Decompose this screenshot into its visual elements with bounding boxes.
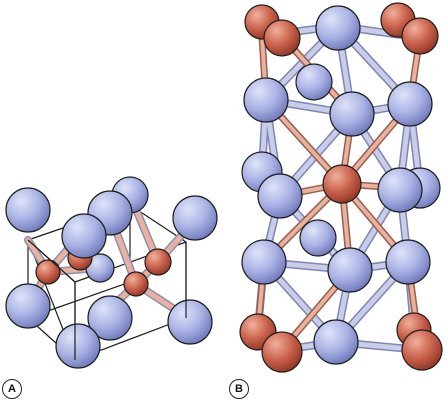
anion-atom: [5, 187, 51, 233]
anion-atom: [61, 213, 107, 259]
anion-atom: [313, 319, 359, 365]
cation-atom: [144, 248, 172, 276]
anion-atom: [387, 81, 433, 127]
cation-atom: [261, 331, 303, 373]
anion-atom: [377, 167, 423, 213]
anion-atom: [315, 5, 361, 51]
anion-atom: [5, 283, 51, 329]
cation-atom: [35, 259, 61, 285]
anion-atom: [257, 173, 303, 219]
cation-atom: [401, 329, 443, 371]
anion-atom: [299, 219, 337, 257]
panel-b-extended-lattice: [239, 2, 443, 373]
panel-label-a: A: [2, 379, 22, 399]
anion-atom: [172, 195, 218, 241]
unit-cell-front-edges: [27, 239, 187, 360]
anion-atom: [167, 299, 213, 345]
cation-atom: [123, 271, 149, 297]
cation-atom: [401, 17, 439, 55]
cation-atom: [263, 19, 301, 57]
anion-atom: [385, 239, 431, 285]
central-cation-atom: [322, 164, 362, 204]
panel-label-b: B: [229, 379, 249, 399]
anion-atom: [241, 239, 287, 285]
anion-atom: [327, 247, 373, 293]
anion-atom: [295, 63, 333, 101]
anion-atom: [329, 91, 375, 137]
anion-atom: [55, 323, 101, 369]
anion-atom: [87, 295, 133, 341]
anion-atom: [243, 77, 289, 123]
panel-a-unit-cell: [5, 176, 218, 369]
